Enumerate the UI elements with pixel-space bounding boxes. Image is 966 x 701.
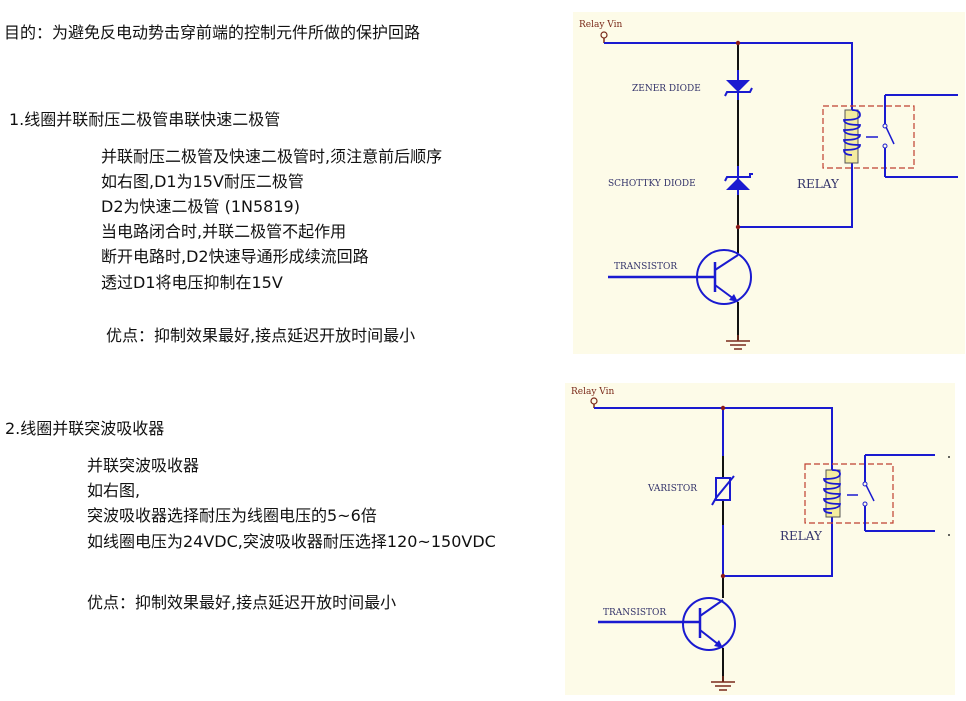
section2-line: 如线圈电压为24VDC,突波吸收器耐压选择120~150VDC xyxy=(87,532,496,551)
section1-advantage: 优点：抑制效果最好,接点延迟开放时间最小 xyxy=(106,326,416,345)
section1-line: 并联耐压二极管及快速二极管时,须注意前后顺序 xyxy=(101,147,443,166)
relay-label: RELAY xyxy=(780,529,823,543)
vin-label: Relay Vin xyxy=(571,387,615,397)
varistor-icon xyxy=(711,475,735,506)
section2-advantage: 优点：抑制效果最好,接点延迟开放时间最小 xyxy=(87,593,397,612)
section2-line: 如右图, xyxy=(87,481,141,500)
transistor-icon xyxy=(608,249,752,340)
relay-label: RELAY xyxy=(797,177,840,191)
transistor-icon xyxy=(598,597,736,682)
schottky-label: SCHOTTKY DIODE xyxy=(608,179,696,189)
vin-label: Relay Vin xyxy=(579,20,623,30)
section1-heading: 1.线圈并联耐压二极管串联快速二极管 xyxy=(9,110,281,129)
section1-line: 如右图,D1为15V耐压二极管 xyxy=(101,172,304,191)
section2-heading: 2.线圈并联突波吸收器 xyxy=(5,419,165,438)
varistor-label: VARISTOR xyxy=(647,484,697,494)
wire xyxy=(604,42,853,228)
vin-terminal-icon xyxy=(600,31,608,39)
section1-line: D2为快速二极管 (1N5819) xyxy=(101,197,300,216)
vin-terminal-icon xyxy=(590,397,598,405)
ground-icon xyxy=(726,335,750,350)
relay-icon xyxy=(822,94,958,178)
transistor-label: TRANSISTOR xyxy=(614,262,677,272)
transistor-label: TRANSISTOR xyxy=(603,608,666,618)
section1-line: 当电路闭合时,并联二极管不起作用 xyxy=(101,222,347,241)
section1-line: 断开电路时,D2快速导通形成续流回路 xyxy=(101,247,369,266)
purpose-text: 目的：为避免反电动势击穿前端的控制元件所做的保护回路 xyxy=(4,23,421,42)
section2-line: 并联突波吸收器 xyxy=(87,456,200,475)
schottky-diode-icon xyxy=(724,166,753,195)
zener-diode-icon xyxy=(724,70,753,100)
zener-label: ZENER DIODE xyxy=(632,84,701,94)
zener-schottky-circuit-diagram: Relay Vin ZENER DIODE SCHOTTKY DIODE REL… xyxy=(573,12,965,354)
wire xyxy=(594,407,833,577)
section1-line: 透过D1将电压抑制在15V xyxy=(101,273,283,292)
relay-icon xyxy=(804,454,950,536)
section2-line: 突波吸收器选择耐压为线圈电压的5~6倍 xyxy=(87,506,377,525)
varistor-circuit-diagram: Relay Vin VARISTOR RELAY TRANSISTOR xyxy=(565,383,955,695)
ground-icon xyxy=(711,676,735,691)
